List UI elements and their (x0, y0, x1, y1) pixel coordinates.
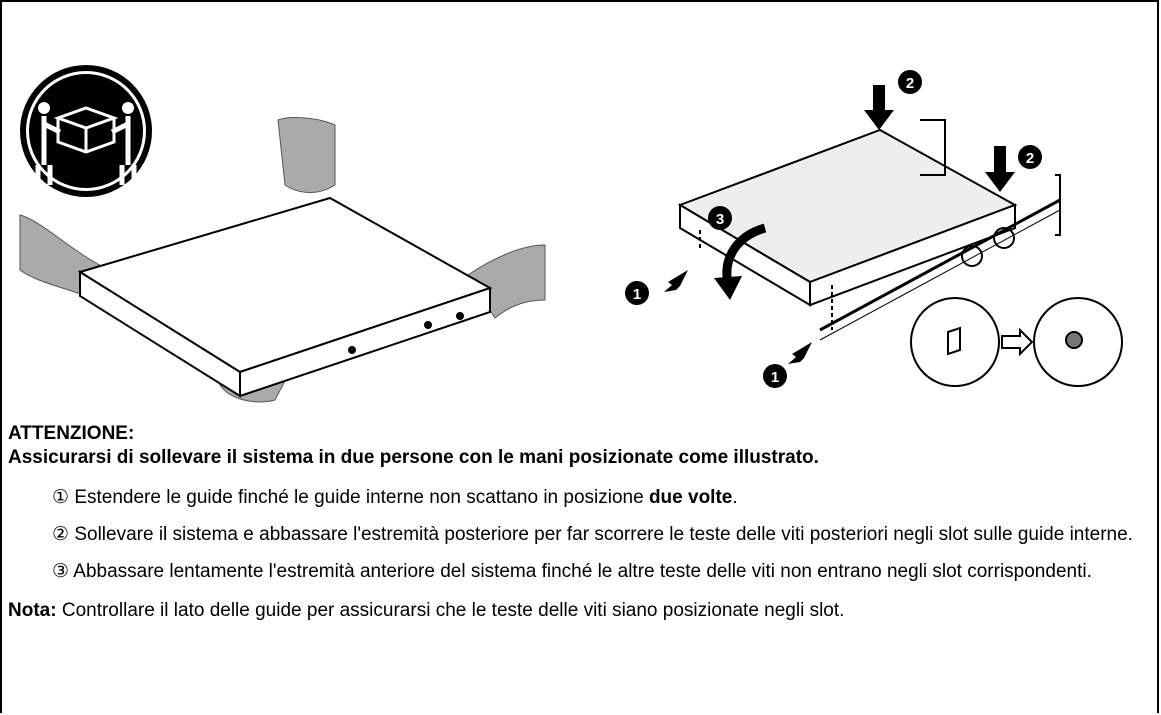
svg-text:1: 1 (633, 286, 641, 303)
server-lift-drawing (19, 117, 546, 403)
callout-1: 1 1 (625, 281, 787, 388)
svg-text:3: 3 (716, 211, 724, 228)
screw-slot-detail (910, 297, 1123, 387)
step-1-bold: due volte (648, 487, 733, 508)
curved-arrow-icon (714, 223, 767, 300)
step-2-text: Sollevare il sistema e abbassare l'estre… (74, 524, 1133, 545)
arrow-down-icon (864, 85, 1015, 192)
svg-text:2: 2 (1026, 150, 1034, 167)
note-label: Nota: (8, 600, 57, 621)
rack-install-drawing (677, 119, 1061, 341)
two-person-lift-icon (20, 65, 152, 197)
step-3: ③ Abbassare lentamente l'estremità anter… (52, 559, 1148, 584)
step-1-text: Estendere le guide finché le guide inter… (74, 487, 649, 508)
step-1-marker: ① (52, 487, 70, 508)
installation-illustration: 1 1 2 2 3 (19, 65, 1123, 403)
step-3-marker: ③ (52, 561, 70, 582)
note-text: Controllare il lato delle guide per assi… (61, 600, 845, 621)
arrow-left-icon (664, 270, 812, 364)
step-1-end: . (732, 487, 738, 508)
callout-2: 2 2 (898, 70, 1042, 169)
step-2-marker: ② (52, 524, 70, 545)
step-2: ② Sollevare il sistema e abbassare l'est… (52, 522, 1148, 547)
svg-text:2: 2 (906, 75, 914, 92)
step-1: ① Estendere le guide finché le guide int… (52, 485, 1148, 510)
note: Nota: Controllare il lato delle guide pe… (8, 598, 1148, 623)
svg-text:1: 1 (771, 369, 779, 386)
callout-3: 3 (708, 206, 732, 230)
caution-title: ATTENZIONE: (8, 423, 135, 444)
caution-text: Assicurarsi di sollevare il sistema in d… (8, 447, 819, 468)
instructions: ATTENZIONE: Assicurarsi di sollevare il … (8, 422, 1148, 623)
step-3-text: Abbassare lentamente l'estremità anterio… (73, 561, 1092, 582)
